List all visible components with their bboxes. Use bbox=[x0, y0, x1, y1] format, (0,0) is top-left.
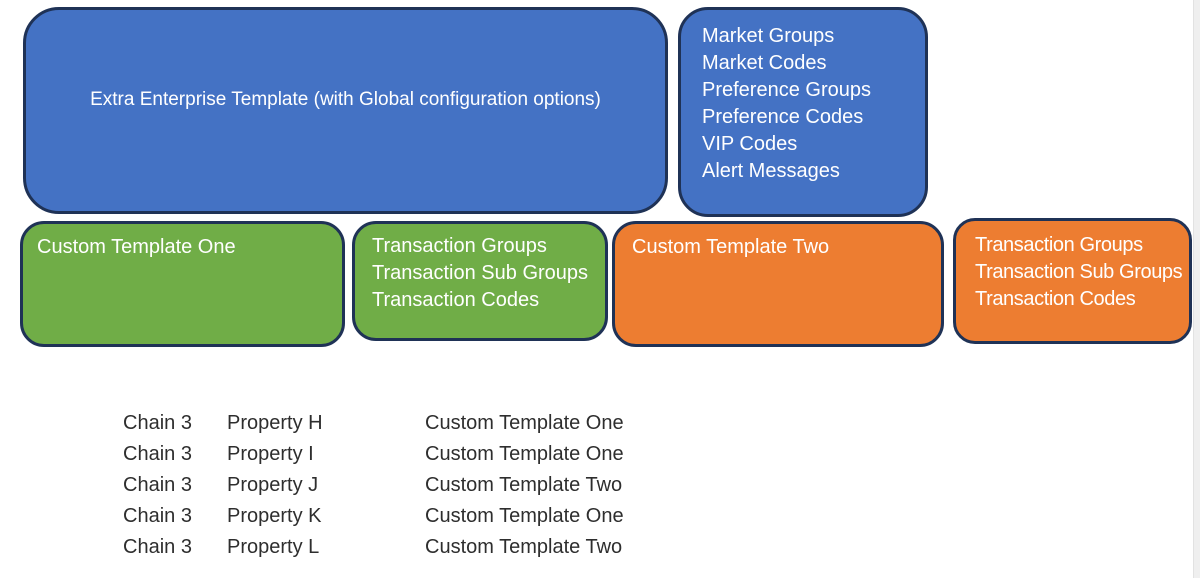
chain-cell: Chain 3 bbox=[123, 536, 192, 558]
table-row: Chain 3 Property H Custom Template One bbox=[123, 408, 624, 439]
config-list-item: Market Codes bbox=[702, 52, 827, 74]
custom-template-two-label: Custom Template Two bbox=[632, 236, 830, 258]
custom-template-one-label: Custom Template One bbox=[37, 236, 236, 258]
property-cell: Property K bbox=[227, 505, 322, 527]
custom-template-two-box: Custom Template Two bbox=[612, 221, 944, 347]
config-list-item: Transaction Codes bbox=[372, 289, 540, 311]
chain-cell: Chain 3 bbox=[123, 474, 192, 496]
config-list-item: Alert Messages bbox=[702, 160, 840, 182]
config-list-item: Transaction Groups bbox=[372, 235, 547, 257]
template-cell: Custom Template Two bbox=[425, 536, 623, 558]
config-list-item: Preference Groups bbox=[702, 79, 871, 101]
property-template-mapping-table: Chain 3 Property H Custom Template One C… bbox=[123, 408, 624, 563]
property-cell: Property L bbox=[227, 536, 320, 558]
property-cell: Property H bbox=[227, 412, 323, 434]
custom-template-one-box: Custom Template One bbox=[20, 221, 345, 347]
enterprise-config-list-box: Market Groups Market Codes Preference Gr… bbox=[678, 7, 928, 217]
table-row: Chain 3 Property I Custom Template One bbox=[123, 439, 624, 470]
template-cell: Custom Template One bbox=[425, 443, 624, 465]
chain-cell: Chain 3 bbox=[123, 505, 192, 527]
config-list-item: Market Groups bbox=[702, 25, 835, 47]
config-list-item: Transaction Codes bbox=[975, 288, 1136, 310]
table-row: Chain 3 Property J Custom Template Two bbox=[123, 470, 624, 501]
enterprise-template-box: Extra Enterprise Template (with Global c… bbox=[23, 7, 668, 214]
enterprise-template-label: Extra Enterprise Template (with Global c… bbox=[90, 88, 601, 110]
table-row: Chain 3 Property K Custom Template One bbox=[123, 501, 624, 532]
template-cell: Custom Template Two bbox=[425, 474, 623, 496]
template-cell: Custom Template One bbox=[425, 505, 624, 527]
config-list-item: Transaction Groups bbox=[975, 234, 1143, 256]
template-cell: Custom Template One bbox=[425, 412, 624, 434]
chain-cell: Chain 3 bbox=[123, 412, 192, 434]
custom-template-two-config-list-box: Transaction Groups Transaction Sub Group… bbox=[953, 218, 1192, 344]
config-list-item: Transaction Sub Groups bbox=[975, 261, 1183, 283]
chain-cell: Chain 3 bbox=[123, 443, 192, 465]
custom-template-one-config-list-box: Transaction Groups Transaction Sub Group… bbox=[352, 221, 608, 341]
config-list-item: VIP Codes bbox=[702, 133, 798, 155]
config-list-item: Preference Codes bbox=[702, 106, 864, 128]
property-cell: Property J bbox=[227, 474, 319, 496]
config-list-item: Transaction Sub Groups bbox=[372, 262, 589, 284]
scrollbar-track[interactable] bbox=[1193, 0, 1200, 578]
property-cell: Property I bbox=[227, 443, 314, 465]
table-row: Chain 3 Property L Custom Template Two bbox=[123, 532, 624, 563]
